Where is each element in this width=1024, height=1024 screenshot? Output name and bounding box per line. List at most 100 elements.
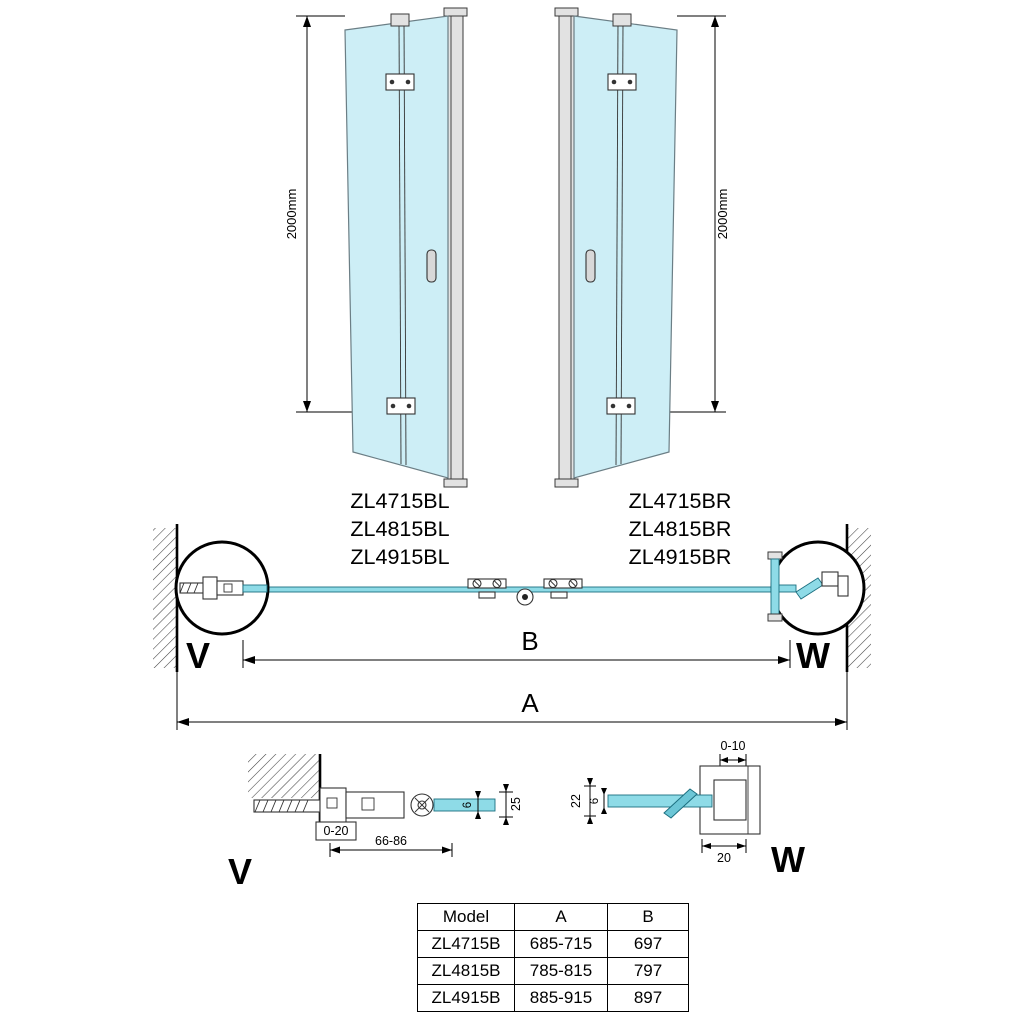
table-header-b: B bbox=[607, 903, 689, 931]
left-door-wall-profile bbox=[447, 12, 464, 482]
folded-panel-plan bbox=[767, 551, 783, 622]
threaded-rod bbox=[253, 799, 321, 813]
dim-glass-label: 6 bbox=[589, 798, 601, 804]
right-door-wall-profile bbox=[558, 12, 575, 482]
detail-w-label: W bbox=[771, 839, 805, 880]
detail-circle-w bbox=[770, 540, 866, 636]
glass-section bbox=[607, 794, 713, 808]
dim-adjust: 0-10 bbox=[719, 739, 747, 766]
dim-depth-25: 25 bbox=[499, 784, 523, 825]
detail-v-label: V bbox=[228, 851, 252, 892]
fold-line bbox=[403, 21, 407, 466]
plan-view: V W B A bbox=[153, 524, 871, 730]
dim-depth-label: 20 bbox=[717, 851, 731, 865]
table-header-row: Model A B bbox=[417, 903, 689, 931]
fold-top-guide bbox=[612, 13, 632, 27]
dim-height-label: 22 bbox=[569, 794, 583, 808]
model-label: ZL4915BR bbox=[629, 545, 732, 569]
left-door-height-dimension: 2000mm bbox=[284, 15, 353, 413]
profile-detail bbox=[326, 797, 338, 809]
detail-view-w: 0-10 22 6 bbox=[569, 739, 805, 880]
dim-depth-label: 25 bbox=[509, 797, 523, 811]
dim-adjust-label: 0-20 bbox=[323, 824, 348, 838]
model-label: ZL4815BL bbox=[350, 517, 449, 541]
left-door-top-hinge bbox=[385, 73, 415, 91]
fold-line bbox=[398, 22, 402, 465]
dim-arrow-down bbox=[711, 401, 719, 412]
table-row: ZL4915B 885-915 897 bbox=[417, 984, 689, 1012]
right-door-height-dimension: 2000mm bbox=[669, 15, 730, 413]
dimension-a: A bbox=[176, 672, 848, 730]
right-door-bottom-hinge bbox=[606, 397, 636, 415]
model-labels-left: ZL4715BL ZL4815BL ZL4915BL bbox=[350, 489, 449, 569]
door-profile bbox=[345, 791, 405, 819]
table-cell-b: 797 bbox=[607, 957, 689, 985]
table-header-model: Model bbox=[417, 903, 515, 931]
table-header-a: A bbox=[514, 903, 608, 931]
dim-arrow-up bbox=[711, 16, 719, 27]
table-cell-model: ZL4915B bbox=[417, 984, 515, 1012]
pivot-screw bbox=[410, 793, 434, 817]
wall-bracket bbox=[202, 576, 218, 600]
center-hinge-hardware bbox=[467, 578, 583, 606]
detail-view-v: 6 25 0-20 66-86 V bbox=[228, 754, 523, 892]
wall-hatch bbox=[248, 754, 320, 798]
profile-bottom-bracket bbox=[443, 478, 468, 488]
table-cell-b: 697 bbox=[607, 930, 689, 958]
table-row: ZL4815B 785-815 797 bbox=[417, 957, 689, 985]
table-cell-model: ZL4815B bbox=[417, 957, 515, 985]
left-door-height-label: 2000mm bbox=[284, 189, 299, 240]
model-label: ZL4715BL bbox=[350, 489, 449, 513]
dim-glass-6: 6 bbox=[462, 791, 481, 819]
left-wall-hatch bbox=[153, 528, 177, 668]
table-row: ZL4715B 685-715 697 bbox=[417, 930, 689, 958]
dim-glass-6: 6 bbox=[589, 788, 607, 814]
profile-bottom-bracket bbox=[554, 478, 579, 488]
profile-detail bbox=[223, 583, 233, 593]
fold-top-guide bbox=[390, 13, 410, 27]
dimension-b: B bbox=[242, 626, 791, 668]
glass-section bbox=[433, 798, 496, 812]
dim-glass-label: 6 bbox=[462, 802, 474, 808]
plan-detail-w-label: W bbox=[796, 635, 830, 676]
dim-arrow-up bbox=[303, 16, 311, 27]
table-cell-a: 685-715 bbox=[514, 930, 608, 958]
wall-bracket bbox=[837, 575, 849, 597]
table-cell-b: 897 bbox=[607, 984, 689, 1012]
table-cell-a: 885-915 bbox=[514, 984, 608, 1012]
seal-strip bbox=[663, 788, 698, 819]
door-profile bbox=[216, 580, 244, 596]
right-door-handle bbox=[585, 249, 596, 283]
fold-line bbox=[620, 22, 624, 465]
dim-a-label: A bbox=[521, 688, 539, 718]
fold-line bbox=[615, 21, 619, 466]
pivot-bracket bbox=[821, 571, 839, 587]
dim-arrow-down bbox=[303, 401, 311, 412]
wall-profile bbox=[319, 787, 347, 825]
left-door-bottom-hinge bbox=[386, 397, 416, 415]
plan-glass-line bbox=[176, 586, 848, 593]
plan-detail-v-label: V bbox=[186, 635, 210, 676]
profile-top-bracket bbox=[443, 7, 468, 17]
glass-stub bbox=[242, 584, 268, 593]
left-door-handle bbox=[426, 249, 437, 283]
profile-top-bracket bbox=[554, 7, 579, 17]
left-door-elevation: 2000mm bbox=[284, 7, 468, 488]
left-door-glass bbox=[344, 15, 449, 479]
dim-depth-20: 20 bbox=[701, 839, 747, 865]
dim-adjust-label: 0-10 bbox=[720, 739, 745, 753]
spec-table: Model A B ZL4715B 685-715 697 ZL4815B 78… bbox=[417, 903, 689, 1012]
right-door-glass bbox=[573, 15, 678, 479]
table-cell-model: ZL4715B bbox=[417, 930, 515, 958]
dim-range-label: 66-86 bbox=[375, 834, 407, 848]
dim-adjust-box: 0-20 bbox=[315, 821, 357, 841]
model-label: ZL4715BR bbox=[629, 489, 732, 513]
model-label: ZL4815BR bbox=[629, 517, 732, 541]
detail-circle-v bbox=[174, 540, 270, 636]
model-label: ZL4915BL bbox=[350, 545, 449, 569]
right-door-top-hinge bbox=[607, 73, 637, 91]
right-door-height-label: 2000mm bbox=[715, 189, 730, 240]
dim-range: 66-86 bbox=[329, 834, 453, 857]
